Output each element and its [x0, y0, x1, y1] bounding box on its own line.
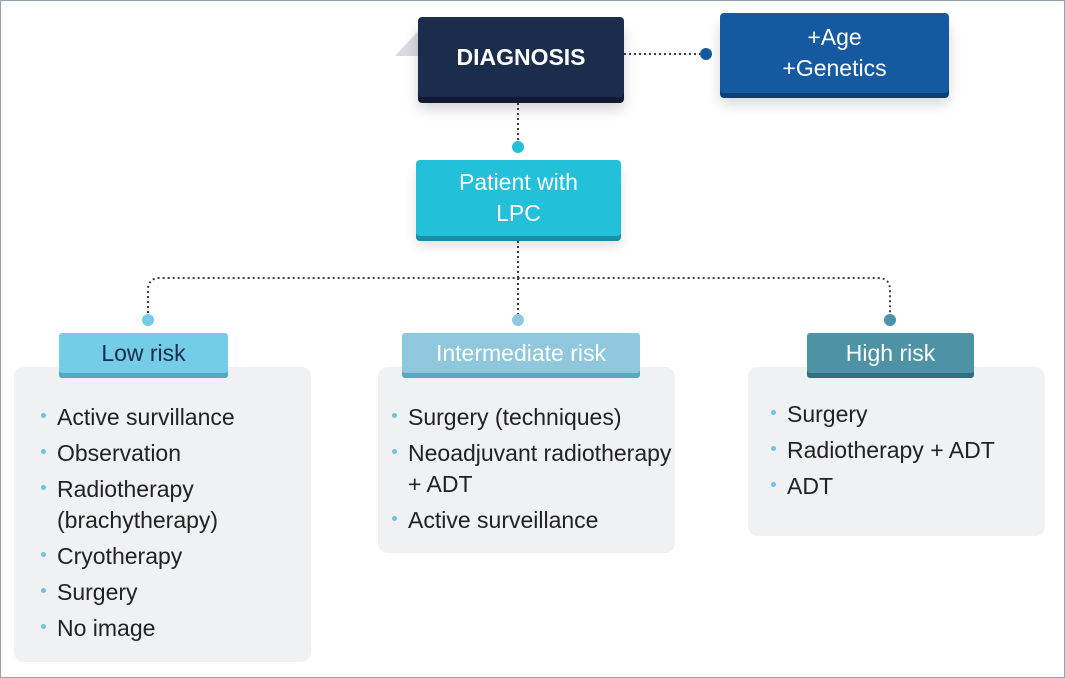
- low-risk-panel: [14, 367, 311, 662]
- low-risk-list: Active survillance Observation Radiother…: [41, 402, 311, 649]
- connector-dot-intermediate: [512, 314, 524, 326]
- intermediate-risk-panel: [378, 367, 675, 553]
- intermediate-risk-tag: Intermediate risk: [402, 333, 640, 373]
- list-item: ADT: [771, 471, 1043, 502]
- low-risk-tag: Low risk: [59, 333, 228, 373]
- list-item: Active survillance: [41, 402, 311, 433]
- diagnosis-fold-shadow: [395, 30, 419, 56]
- intermediate-risk-label: Intermediate risk: [435, 339, 606, 366]
- list-item: No image: [41, 613, 311, 644]
- list-item: Active surveillance: [392, 505, 672, 536]
- modifier-age: +Age: [807, 24, 862, 50]
- high-risk-panel: [748, 367, 1045, 536]
- intermediate-risk-list: Surgery (techniques) Neoadjuvant radioth…: [392, 402, 672, 541]
- patient-box: Patient with LPC: [416, 160, 621, 236]
- modifiers-box: +Age +Genetics: [720, 13, 949, 93]
- modifier-genetics: +Genetics: [782, 55, 887, 81]
- connector-dot-patient: [512, 141, 524, 153]
- list-item: Cryotherapy: [41, 541, 311, 572]
- list-item: Surgery (techniques): [392, 402, 672, 433]
- high-risk-label: High risk: [845, 339, 936, 366]
- diagnosis-label: DIAGNOSIS: [456, 43, 586, 70]
- list-item: Radiotherapy + ADT: [771, 435, 1043, 466]
- high-risk-list: Surgery Radiotherapy + ADT ADT: [771, 399, 1043, 507]
- list-item: Surgery: [771, 399, 1043, 430]
- low-risk-label: Low risk: [101, 339, 186, 366]
- diagnosis-box: DIAGNOSIS: [418, 17, 624, 97]
- list-item: Neoadjuvant radiotherapy + ADT: [392, 438, 672, 500]
- list-item: Surgery: [41, 577, 311, 608]
- high-risk-tag: High risk: [807, 333, 974, 373]
- list-item: Radiotherapy (brachytherapy): [41, 474, 311, 536]
- list-item: Observation: [41, 438, 311, 469]
- connector-dot-modifiers: [700, 48, 712, 60]
- connector-dot-high: [884, 314, 896, 326]
- patient-line-2: LPC: [496, 200, 541, 226]
- patient-line-1: Patient with: [459, 169, 578, 195]
- connector-dot-low: [142, 314, 154, 326]
